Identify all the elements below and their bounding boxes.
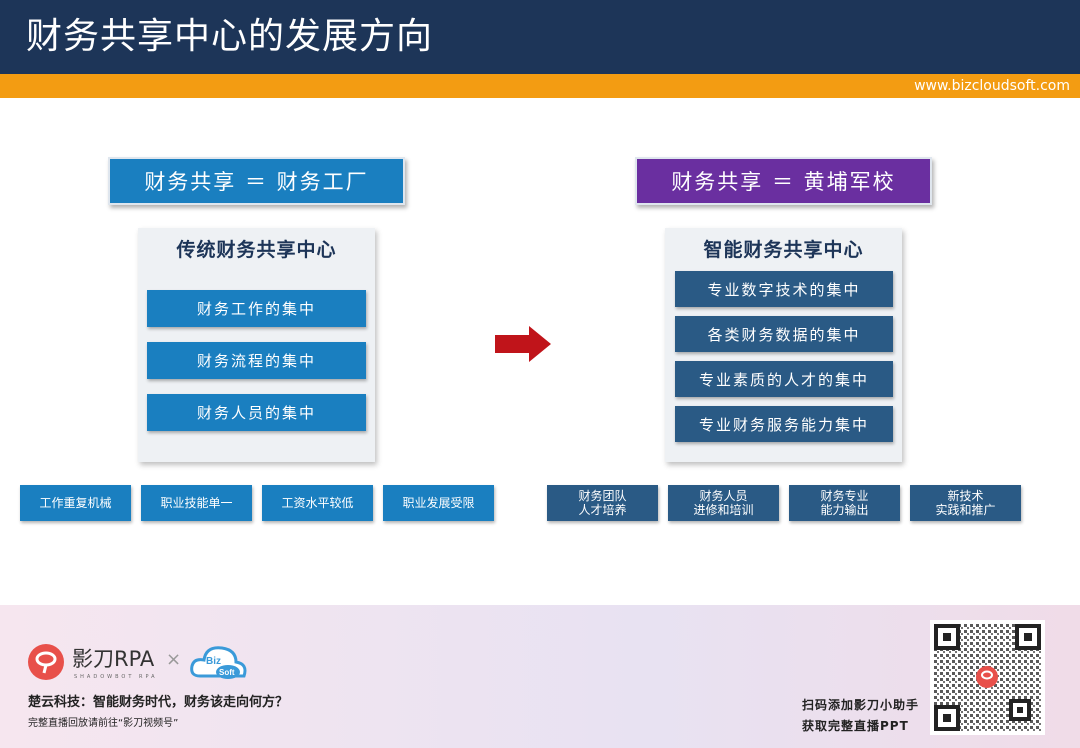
brand-name: 影刀RPA — [72, 647, 155, 671]
qr-caption-2: 获取完整直播PPT — [802, 719, 909, 733]
list-item: 专业素质的人才的集中 — [675, 361, 893, 397]
chip-line: 实践和推广 — [935, 503, 996, 517]
chip-line: 财务团队 — [578, 489, 627, 503]
chip-line: 财务专业 — [820, 489, 869, 503]
panel-title: 传统财务共享中心 — [176, 239, 337, 261]
chip-line: 进修和培训 — [693, 503, 754, 517]
svg-text:Biz: Biz — [206, 656, 221, 667]
right-banner: 财务共享 ＝ 黄埔军校 — [635, 157, 932, 205]
svg-text:Soft: Soft — [219, 668, 235, 677]
footer-headline: 楚云科技：智能财务时代，财务该走向何方？ — [28, 695, 289, 710]
problem-chip: 职业技能单一 — [141, 485, 252, 521]
qr-code[interactable] — [930, 620, 1045, 735]
benefit-chip: 财务人员进修和培训 — [668, 485, 779, 521]
panel-title: 智能财务共享中心 — [703, 239, 864, 261]
shadowbot-logo-icon — [28, 644, 64, 680]
list-item: 财务流程的集中 — [147, 342, 366, 379]
brand-subtitle: SHADOWBOT RPA — [74, 674, 158, 680]
benefit-chip: 财务专业能力输出 — [789, 485, 900, 521]
arrow-right-icon — [495, 326, 551, 362]
benefit-chip: 财务团队人才培养 — [547, 485, 658, 521]
header-bar — [0, 0, 1080, 74]
website-url: www.bizcloudsoft.com — [914, 78, 1070, 94]
problem-chip: 工作重复机械 — [20, 485, 131, 521]
chip-line: 财务人员 — [699, 489, 748, 503]
footer — [0, 605, 1080, 748]
list-item: 专业数字技术的集中 — [675, 271, 893, 307]
list-item: 财务工作的集中 — [147, 290, 366, 327]
page-title: 财务共享中心的发展方向 — [26, 16, 434, 57]
left-banner: 财务共享 ＝ 财务工厂 — [108, 157, 405, 205]
list-item: 专业财务服务能力集中 — [675, 406, 893, 442]
chip-line: 人才培养 — [578, 503, 627, 517]
footer-subline: 完整直播回放请前往“影刀视频号” — [28, 718, 179, 729]
accent-bar — [0, 74, 1080, 98]
problem-chip: 职业发展受限 — [383, 485, 494, 521]
chip-line: 能力输出 — [820, 503, 869, 517]
benefit-chip: 新技术实践和推广 — [910, 485, 1021, 521]
problem-chip: 工资水平较低 — [262, 485, 373, 521]
times-symbol: × — [166, 649, 182, 670]
qr-caption-1: 扫码添加影刀小助手 — [802, 698, 920, 712]
list-item: 各类财务数据的集中 — [675, 316, 893, 352]
list-item: 财务人员的集中 — [147, 394, 366, 431]
qr-code-icon — [934, 624, 1041, 731]
chip-line: 新技术 — [947, 489, 984, 503]
